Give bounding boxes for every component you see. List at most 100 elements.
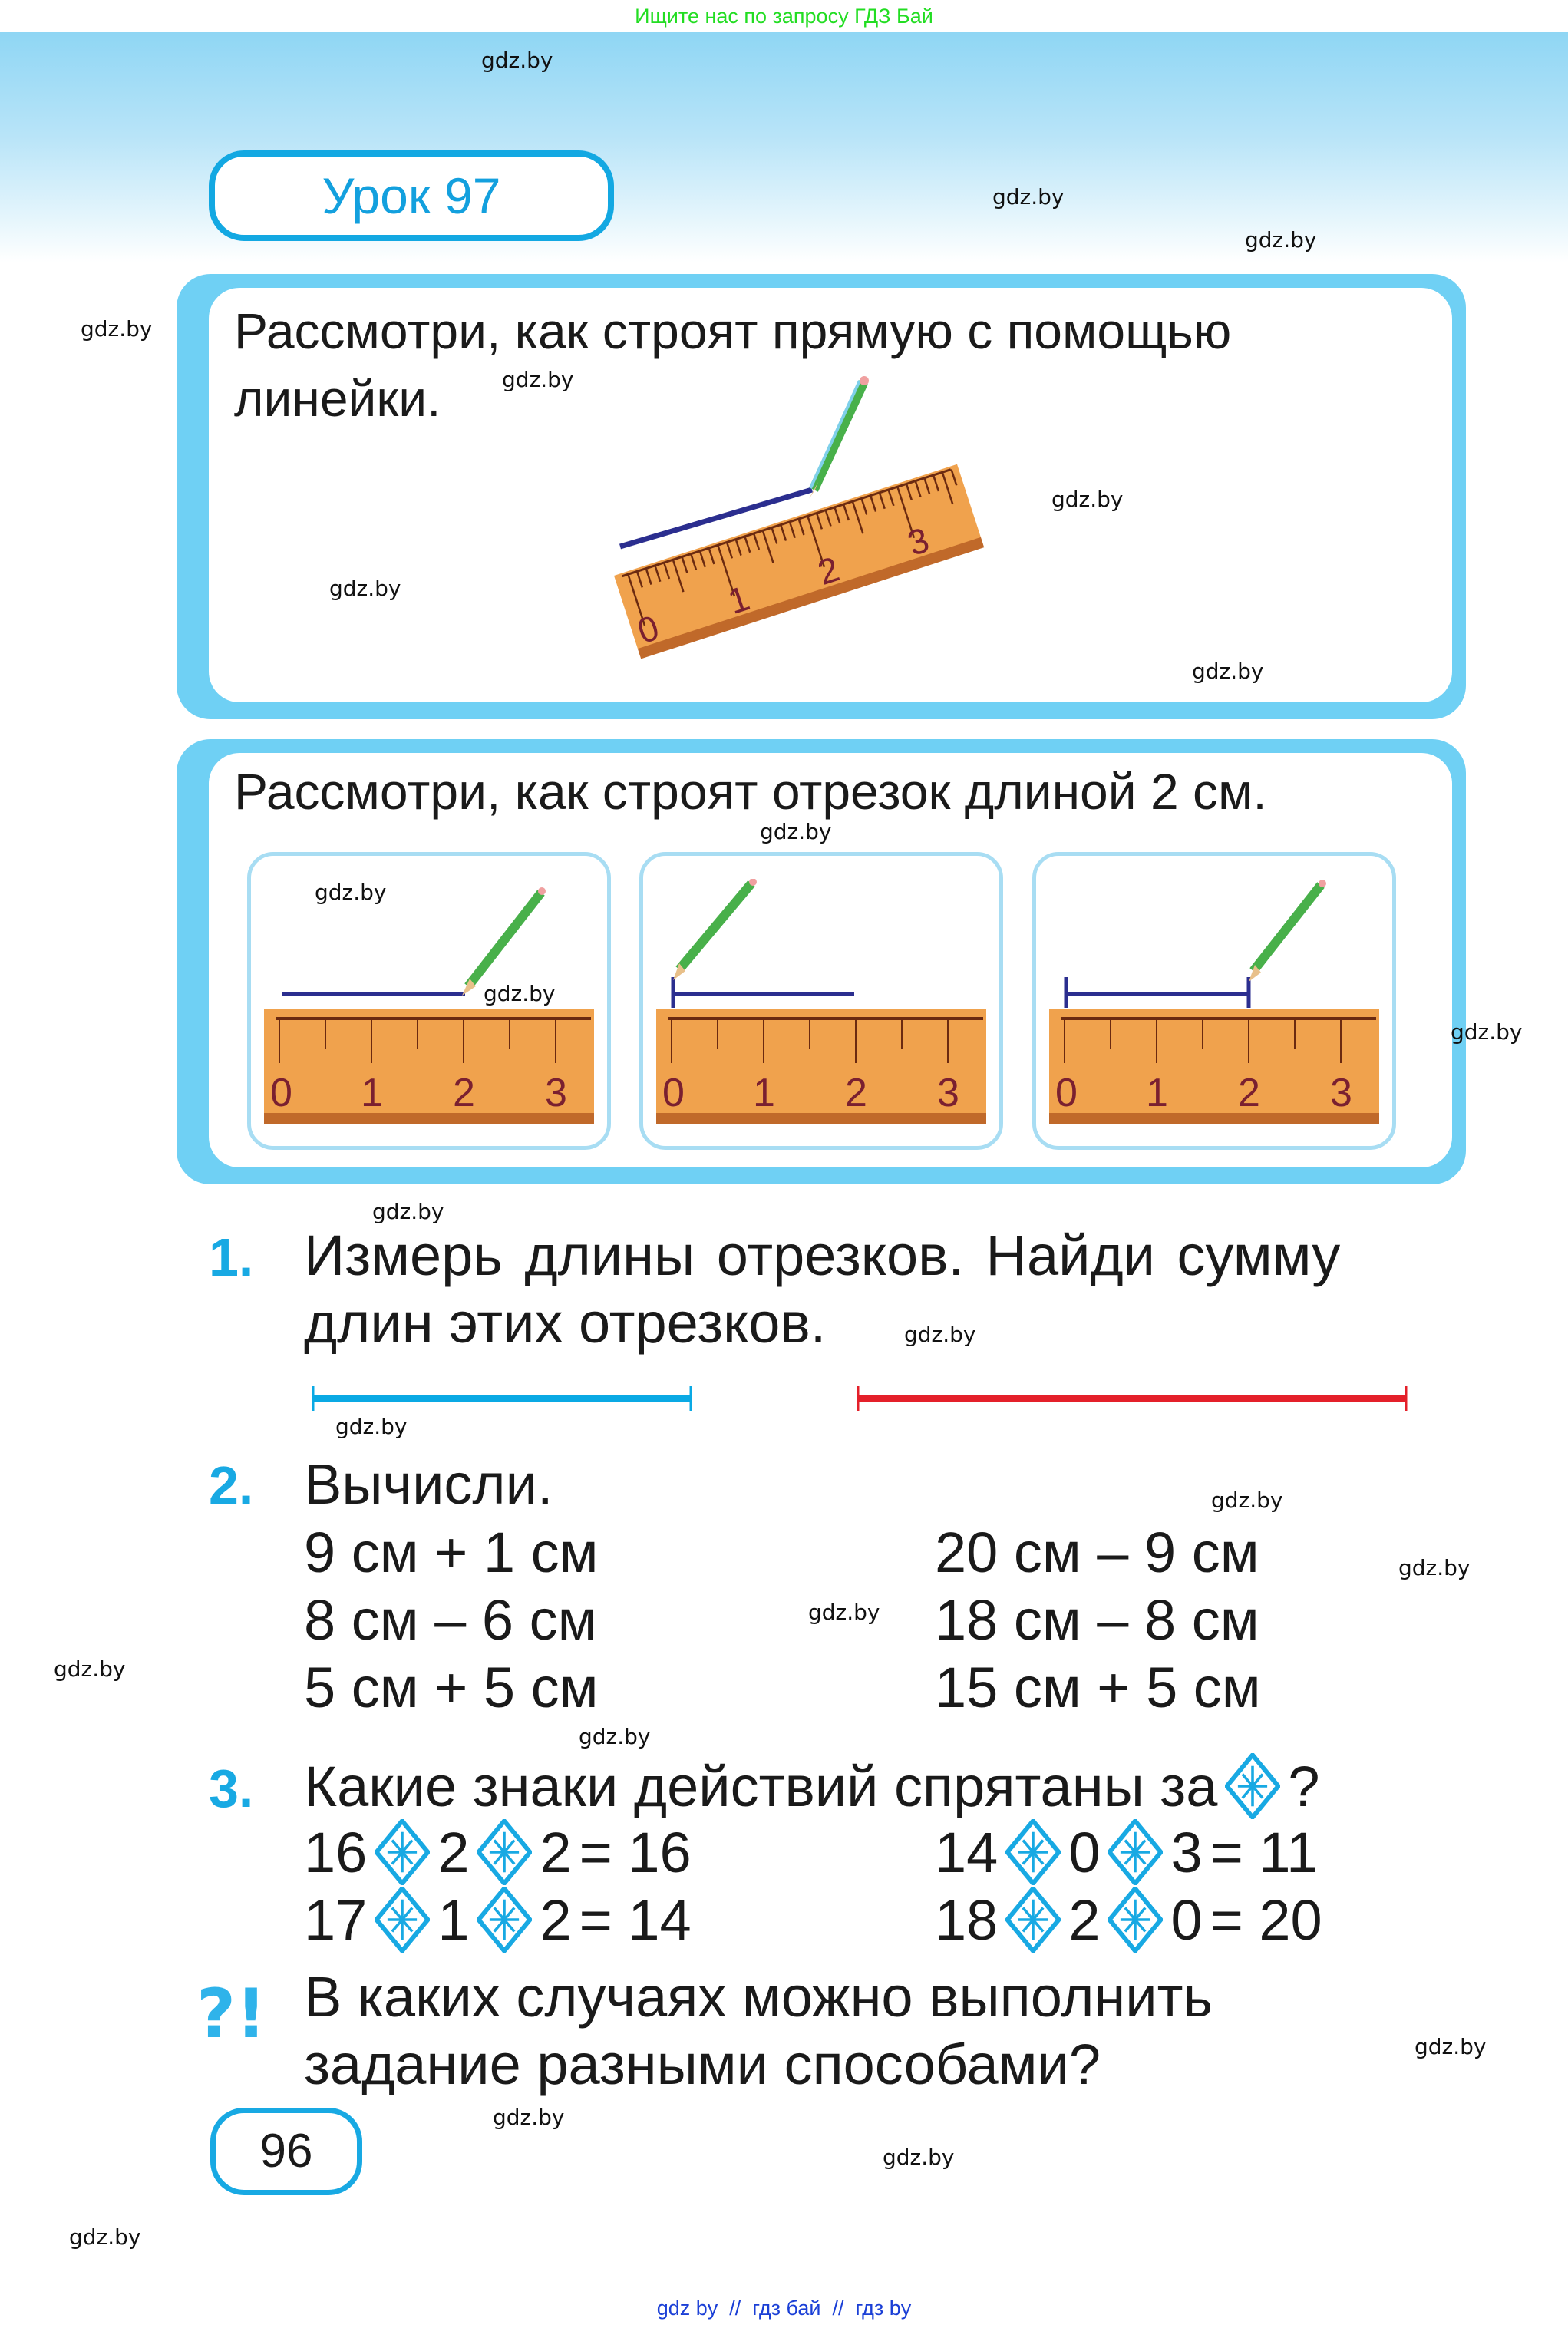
watermark: gdz.by bbox=[992, 184, 1065, 210]
svg-text:2: 2 bbox=[845, 1071, 867, 1115]
operand: 14 bbox=[935, 1820, 999, 1884]
watermark: gdz.by bbox=[808, 1600, 880, 1625]
question-exclamation-icon: ?! bbox=[196, 1976, 266, 2052]
snowflake-diamond-icon[interactable] bbox=[1005, 1887, 1061, 1953]
operand: 2 bbox=[540, 1887, 572, 1952]
pencil-icon bbox=[462, 887, 546, 996]
watermark: gdz.by bbox=[481, 48, 553, 73]
result: = 14 bbox=[579, 1887, 692, 1952]
exercise3-title-text: Какие знаки действий спрятаны за bbox=[304, 1754, 1218, 1818]
watermark: gdz.by bbox=[1051, 487, 1124, 512]
panel1-title-line1: Рассмотри, как строят прямую с помощью bbox=[234, 302, 1232, 359]
snowflake-diamond-icon[interactable] bbox=[1108, 1887, 1164, 1953]
watermark: gdz.by bbox=[493, 2105, 565, 2130]
blue-segment bbox=[312, 1386, 692, 1411]
operand: 17 bbox=[304, 1887, 368, 1952]
svg-text:3: 3 bbox=[937, 1071, 959, 1115]
operand: 0 bbox=[1170, 1887, 1203, 1952]
step3-illustration: 0 1 2 3 bbox=[1049, 880, 1379, 1124]
svg-text:1: 1 bbox=[361, 1071, 383, 1115]
expr-right-1: 20 см – 9 см bbox=[935, 1521, 1259, 1584]
svg-text:2: 2 bbox=[1238, 1071, 1260, 1115]
result: = 20 bbox=[1210, 1887, 1322, 1952]
expr-right-3: 15 см + 5 см bbox=[935, 1656, 1261, 1719]
snowflake-diamond-icon[interactable] bbox=[477, 1887, 533, 1953]
exercise2-number: 2. bbox=[209, 1455, 254, 1515]
expr-left-2: 8 см – 6 см bbox=[304, 1588, 597, 1652]
snowflake-diamond-icon[interactable] bbox=[1005, 1819, 1061, 1885]
footer: gdz by // гдз бай // гдз by bbox=[0, 2297, 1568, 2320]
panel2-title: Рассмотри, как строят отрезок длиной 2 с… bbox=[234, 763, 1267, 820]
operand: 3 bbox=[1170, 1820, 1203, 1884]
watermark: gdz.by bbox=[1211, 1488, 1283, 1513]
svg-text:3: 3 bbox=[1330, 1071, 1352, 1115]
lesson-badge: Урок 97 bbox=[209, 150, 614, 241]
pencil-icon bbox=[673, 879, 757, 980]
panel-straight-line bbox=[177, 274, 1466, 719]
exercise3-number: 3. bbox=[209, 1758, 254, 1818]
page-number-badge: 96 bbox=[210, 2108, 362, 2195]
panel-straight-line-inner bbox=[209, 288, 1452, 702]
watermark: gdz.by bbox=[883, 2145, 955, 2170]
footer-links[interactable]: gdz by // гдз бай // гдз by bbox=[656, 2297, 912, 2320]
watermark: gdz.by bbox=[1415, 2034, 1487, 2059]
equation-row-2: 14 0 3 = 11 bbox=[935, 1819, 1318, 1885]
watermark: gdz.by bbox=[1192, 659, 1264, 684]
exercise1-line2: длин этих отрезков. bbox=[304, 1291, 827, 1355]
page-number: 96 bbox=[259, 2125, 313, 2178]
operand: 18 bbox=[935, 1887, 999, 1952]
red-segment bbox=[857, 1386, 1408, 1411]
expr-right-2: 18 см – 8 см bbox=[935, 1588, 1259, 1652]
drawn-line bbox=[619, 487, 813, 550]
watermark: gdz.by bbox=[69, 2224, 141, 2250]
exercise1-number: 1. bbox=[209, 1227, 254, 1287]
svg-text:3: 3 bbox=[545, 1071, 567, 1115]
watermark: gdz.by bbox=[579, 1724, 651, 1749]
snowflake-diamond-icon[interactable] bbox=[477, 1819, 533, 1885]
exercise3-title: Какие знаки действий спрятаны за ? bbox=[304, 1753, 1320, 1819]
operand: 2 bbox=[437, 1820, 470, 1884]
watermark: gdz.by bbox=[335, 1414, 408, 1439]
step2-illustration: 0 1 2 3 bbox=[656, 879, 986, 1124]
expr-left-3: 5 см + 5 см bbox=[304, 1656, 599, 1719]
watermark: gdz.by bbox=[502, 367, 574, 392]
watermark: gdz.by bbox=[1398, 1555, 1471, 1580]
question-line2: задание разными способами? bbox=[304, 2033, 1101, 2096]
exercise2-title: Вычисли. bbox=[304, 1452, 553, 1516]
result: = 11 bbox=[1210, 1820, 1319, 1884]
step1-illustration: 0 1 2 3 bbox=[264, 887, 594, 1124]
watermark: gdz.by bbox=[760, 819, 832, 844]
watermark: gdz.by bbox=[329, 576, 401, 601]
equation-row-1: 16 2 2 = 16 bbox=[304, 1819, 692, 1885]
operand: 2 bbox=[540, 1820, 572, 1884]
snowflake-diamond-icon[interactable] bbox=[1108, 1819, 1164, 1885]
svg-text:0: 0 bbox=[1055, 1071, 1078, 1115]
snowflake-diamond-icon[interactable] bbox=[375, 1887, 431, 1953]
watermark: gdz.by bbox=[1451, 1019, 1523, 1045]
panel1-title-line2: линейки. bbox=[234, 370, 441, 427]
snowflake-diamond-icon bbox=[1225, 1753, 1281, 1819]
equation-row-4: 18 2 0 = 20 bbox=[935, 1887, 1322, 1953]
lesson-title: Урок 97 bbox=[322, 167, 501, 224]
measure-segments bbox=[312, 1386, 1408, 1411]
pencil-icon bbox=[1249, 880, 1326, 982]
svg-text:?!: ?! bbox=[196, 1976, 266, 2052]
watermark: gdz.by bbox=[81, 316, 153, 342]
watermark: gdz.by bbox=[1245, 227, 1317, 253]
svg-text:0: 0 bbox=[662, 1071, 685, 1115]
expr-left-1: 9 см + 1 см bbox=[304, 1521, 599, 1584]
snowflake-diamond-icon[interactable] bbox=[375, 1819, 431, 1885]
svg-text:1: 1 bbox=[753, 1071, 775, 1115]
watermark: gdz.by bbox=[54, 1656, 126, 1682]
pencil-icon bbox=[809, 376, 869, 499]
watermark: gdz.by bbox=[315, 880, 387, 905]
equation-row-3: 17 1 2 = 14 bbox=[304, 1887, 692, 1953]
watermark: gdz.by bbox=[904, 1322, 976, 1347]
svg-text:2: 2 bbox=[453, 1071, 475, 1115]
tilted-ruler-illustration: 0 1 2 3 bbox=[614, 376, 985, 659]
svg-text:1: 1 bbox=[1146, 1071, 1168, 1115]
top-banner-text: Ищите нас по запросу ГДЗ Бай bbox=[635, 5, 933, 28]
operand: 0 bbox=[1068, 1820, 1101, 1884]
operand: 1 bbox=[437, 1887, 470, 1952]
top-banner: Ищите нас по запросу ГДЗ Бай bbox=[0, 0, 1568, 32]
